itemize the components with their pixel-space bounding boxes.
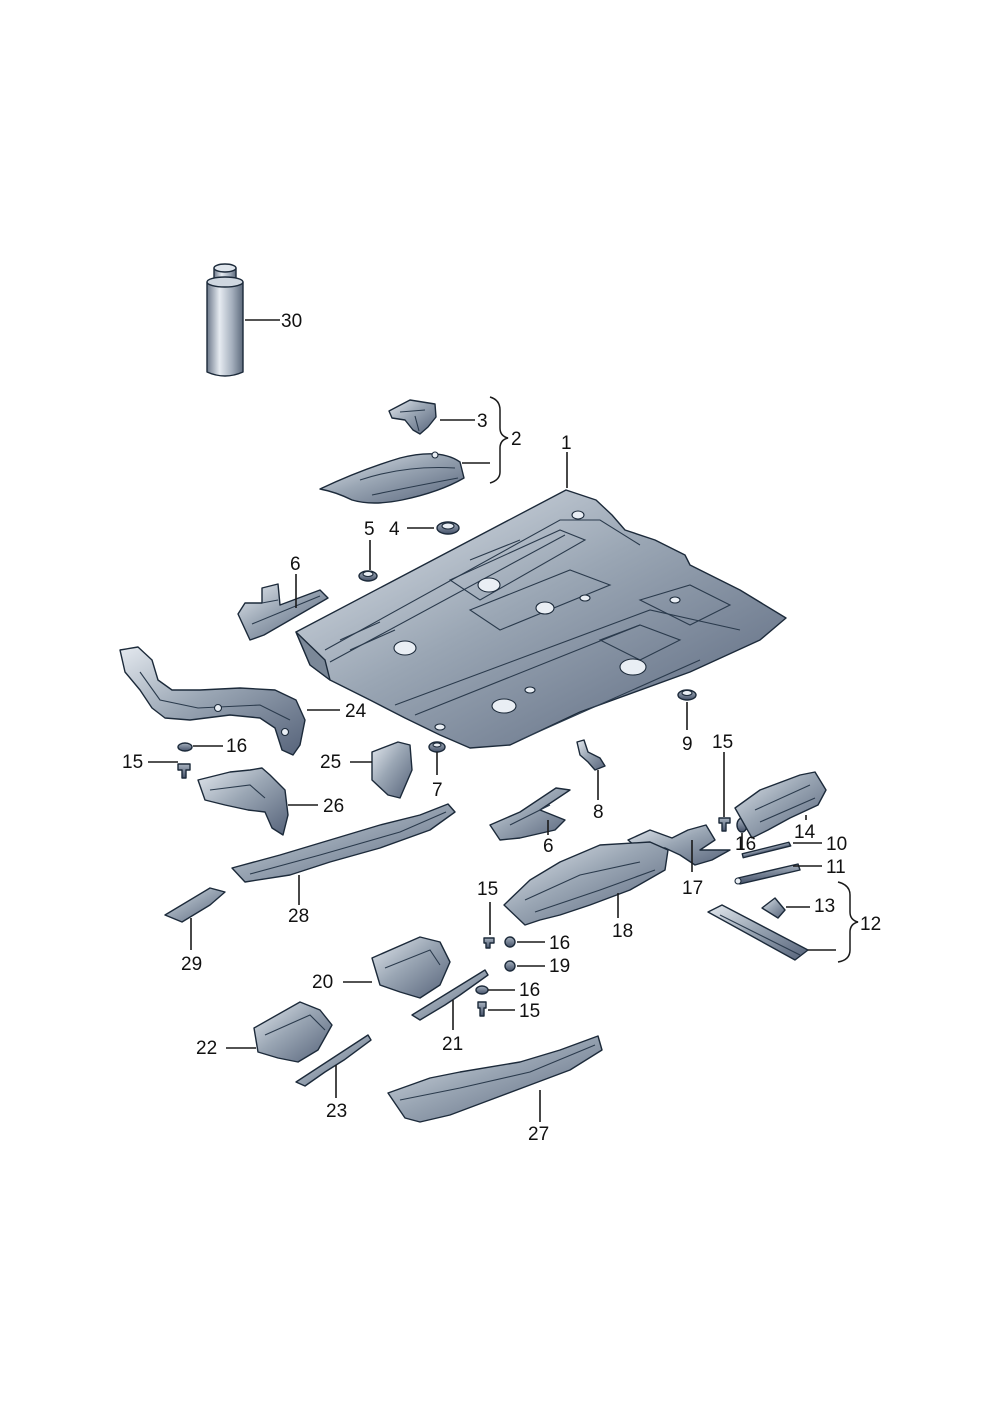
callout-15-left: 15	[122, 752, 143, 773]
part-15-bolt-center-top	[483, 937, 495, 949]
part-20-bracket	[371, 936, 451, 999]
callout-15-center-bottom: 15	[519, 1001, 540, 1022]
callout-15-center-top: 15	[477, 879, 498, 900]
part-16-washer-center-bottom	[475, 985, 489, 995]
part-15-bolt-left	[177, 763, 191, 779]
callout-6-lower: 6	[543, 836, 554, 857]
part-3-bracket	[388, 399, 437, 435]
leader-lines	[148, 319, 859, 1122]
callout-21: 21	[442, 1034, 463, 1055]
callout-2: 2	[511, 429, 522, 450]
callout-25: 25	[320, 752, 341, 773]
callout-1: 1	[561, 433, 572, 454]
callout-13: 13	[814, 896, 835, 917]
part-15-bolt-right-top	[718, 817, 731, 832]
callout-6-upper: 6	[290, 554, 301, 575]
callout-17: 17	[682, 878, 703, 899]
part-24-front-member	[119, 646, 306, 756]
callout-labels: 30 3 2 1 4 5 6 24 16 15 25 7 26 8 6 9 15…	[122, 311, 881, 1145]
part-19-washer	[504, 960, 516, 972]
callout-3: 3	[477, 411, 488, 432]
part-23-strip	[295, 1034, 372, 1087]
part-1-floor-pan	[295, 489, 787, 749]
callout-8: 8	[593, 802, 604, 823]
part-6-seat-bracket-right	[489, 787, 571, 841]
part-27-floor-member	[387, 1035, 603, 1123]
callout-10: 10	[826, 834, 847, 855]
part-13-clip	[761, 897, 786, 919]
callout-9: 9	[682, 734, 693, 755]
part-21-strip	[411, 969, 489, 1021]
callout-29: 29	[181, 954, 202, 975]
callout-28: 28	[288, 906, 309, 927]
part-29-bracket	[164, 887, 226, 923]
callout-16-right: 16	[735, 834, 756, 855]
callout-19: 19	[549, 956, 570, 977]
callout-4: 4	[389, 519, 400, 540]
part-26-bracket	[197, 767, 289, 836]
callout-18: 18	[612, 921, 633, 942]
callout-16-center-bottom: 16	[519, 980, 540, 1001]
part-14-heat-shield	[734, 771, 827, 839]
part-4-grommet	[436, 521, 460, 535]
part-7-plug	[428, 741, 446, 753]
part-15-bolt-center-bottom	[477, 1001, 487, 1017]
part-10-rod	[741, 841, 792, 859]
part-25-panel	[371, 741, 413, 799]
callout-14: 14	[794, 822, 816, 843]
part-30-sealant-can	[206, 263, 244, 377]
callout-12: 12	[860, 914, 881, 935]
callout-16-left: 16	[226, 736, 247, 757]
part-12-sill-extension	[707, 904, 809, 961]
callout-23: 23	[326, 1101, 347, 1122]
part-6-seat-bracket-left	[237, 583, 329, 641]
callout-16-center-top: 16	[549, 933, 570, 954]
part-22-bracket	[253, 1001, 333, 1063]
callout-20: 20	[312, 972, 333, 993]
callout-5: 5	[364, 519, 375, 540]
part-8-bracket	[576, 739, 606, 771]
callout-7: 7	[432, 780, 443, 801]
part-18-tunnel-shield	[503, 841, 669, 926]
callout-22: 22	[196, 1038, 217, 1059]
part-16-washer-left	[177, 742, 193, 752]
callout-15-right: 15	[712, 732, 733, 753]
callout-24: 24	[345, 701, 367, 722]
callout-30: 30	[281, 311, 302, 332]
part-11-strip	[734, 863, 801, 885]
part-5-plug	[358, 570, 378, 582]
part-9-plug	[677, 689, 697, 701]
part-2-tunnel-cover	[319, 451, 465, 504]
callout-26: 26	[323, 796, 344, 817]
callout-11: 11	[826, 857, 846, 878]
callout-27: 27	[528, 1124, 549, 1145]
part-16-washer-center-top	[504, 936, 516, 948]
part-28-sill	[231, 803, 456, 883]
